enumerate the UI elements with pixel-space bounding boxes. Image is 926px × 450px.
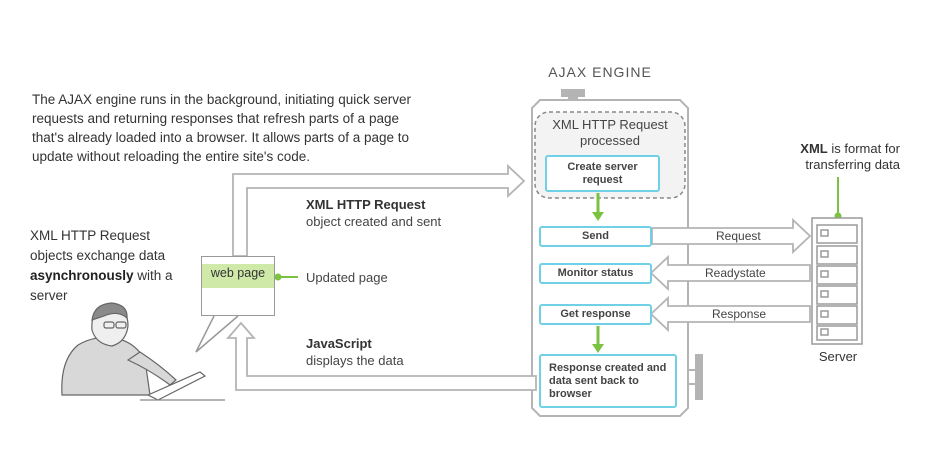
ajax-engine-frame	[531, 89, 703, 417]
monitor-status-box: Monitor status	[539, 263, 652, 284]
xml-note-bold: XML	[800, 141, 828, 156]
readystate-arrow	[649, 254, 811, 292]
async-note: XML HTTP Request objects exchange data a…	[30, 226, 195, 306]
js-display-bold: JavaScript	[306, 336, 372, 351]
get-response-box: Get response	[539, 304, 652, 325]
intro-description: The AJAX engine runs in the background, …	[32, 92, 411, 164]
js-display-label: JavaScript displays the data	[306, 335, 404, 369]
request-sent-arrow	[232, 163, 526, 257]
xhr-sent-text: object created and sent	[306, 214, 442, 229]
request-arrow	[651, 217, 812, 255]
webpage-highlight	[202, 264, 274, 288]
send-box: Send	[539, 226, 652, 247]
xml-note-connector	[834, 177, 842, 220]
readystate-label: Readystate	[705, 266, 766, 280]
engine-title: AJAX ENGINE	[548, 64, 652, 80]
xml-note-text: is format for transferring data	[805, 141, 900, 172]
async-note-bold: asynchronously	[30, 268, 134, 283]
server-label: Server	[818, 349, 858, 364]
xhr-sent-label: XML HTTP Request object created and sent	[306, 196, 441, 230]
webpage-label: web page	[210, 266, 266, 280]
response-label: Response	[712, 307, 767, 321]
person-with-laptop-illustration	[61, 302, 225, 401]
response-created-box: Response created and data sent back to b…	[539, 354, 677, 408]
xhr-sent-bold: XML HTTP Request	[306, 197, 426, 212]
updated-page-label: Updated page	[306, 270, 388, 285]
updated-page-connector	[274, 273, 298, 281]
webpage-callout-tail	[195, 315, 239, 353]
engine-flow-arrows	[592, 193, 604, 353]
request-label: Request	[716, 229, 761, 243]
process-label: XML HTTP Request processed	[552, 117, 668, 148]
async-note-part2: with a server	[30, 268, 173, 303]
async-note-part1: XML HTTP Request objects exchange data	[30, 228, 166, 263]
response-arrow	[649, 295, 811, 333]
create-request-box: Create server request	[545, 155, 660, 192]
js-display-text: displays the data	[306, 353, 404, 368]
display-data-arrow	[226, 321, 537, 391]
server-rack-icon	[811, 217, 863, 345]
xml-format-note: XML is format for transferring data	[770, 141, 900, 173]
